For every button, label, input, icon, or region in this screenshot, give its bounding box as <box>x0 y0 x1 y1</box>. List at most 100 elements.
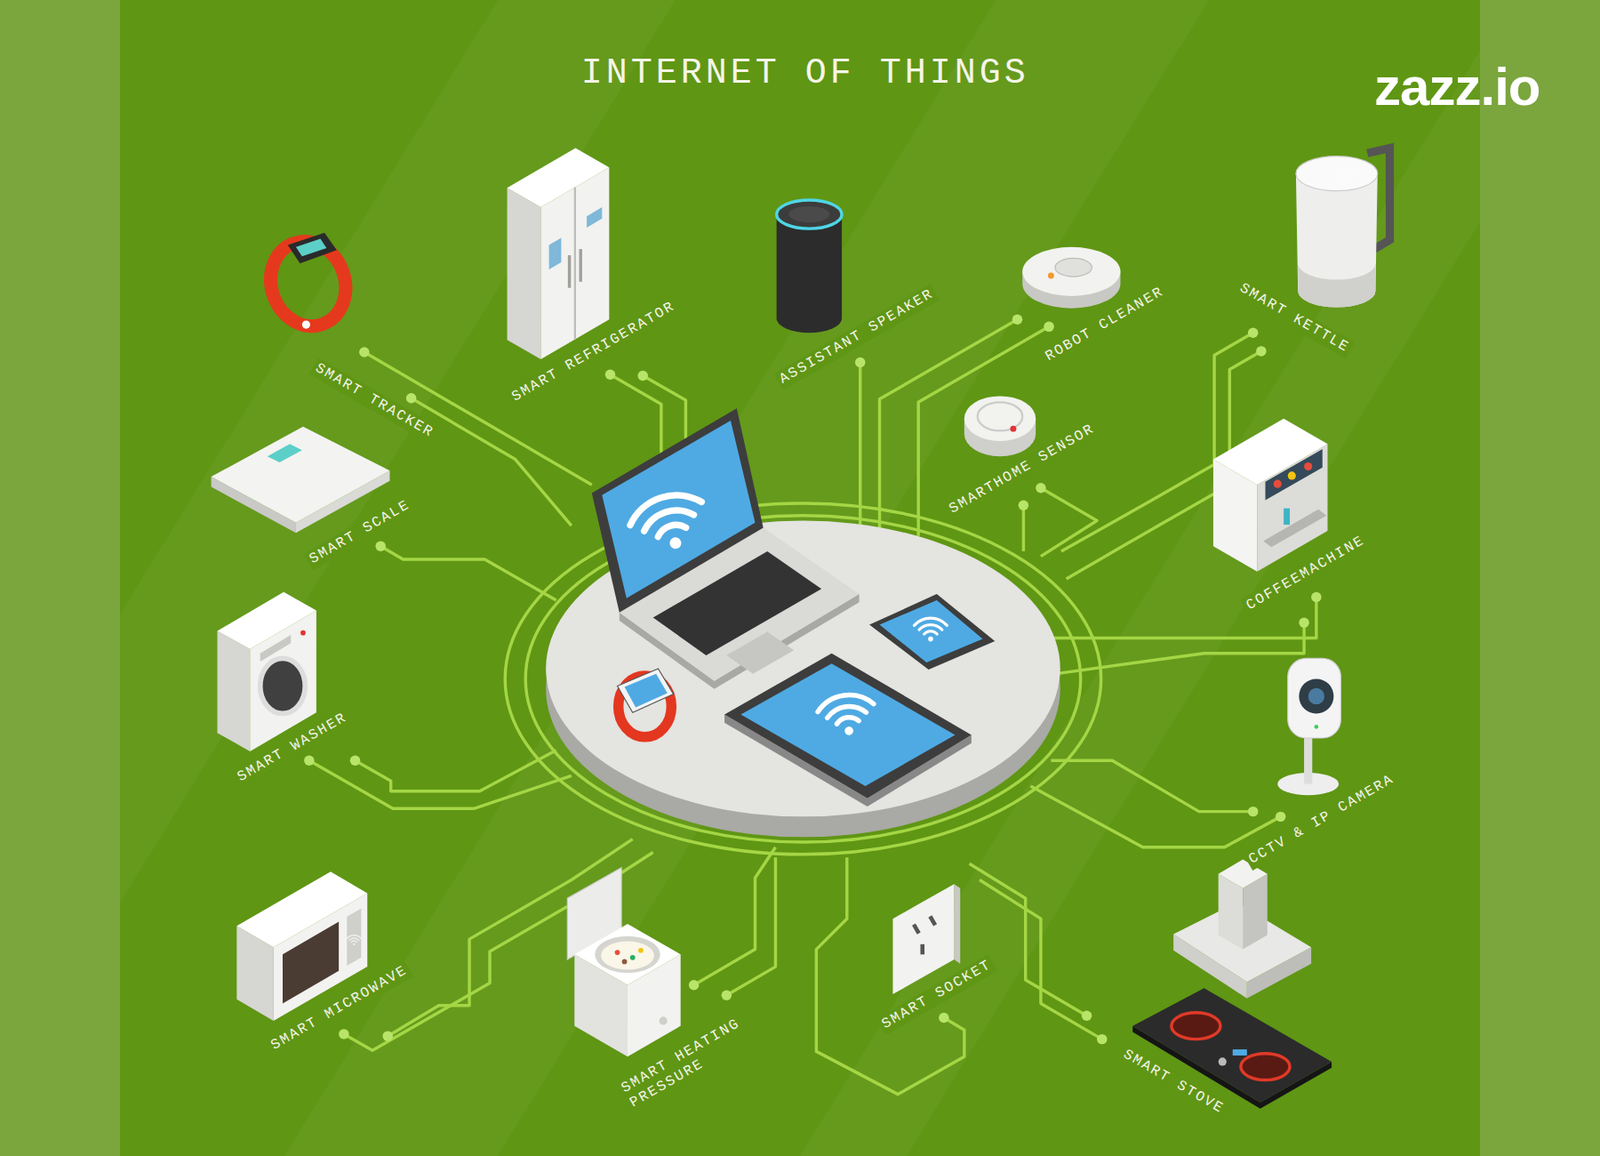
circuit-wires <box>726 856 776 995</box>
phone-icon <box>869 593 995 670</box>
smart-tracker-icon <box>302 320 311 328</box>
smarthome-sensor-icon <box>964 395 1036 441</box>
device-label: SMARTHOME SENSOR <box>944 418 1102 520</box>
refrigerator-icon <box>586 207 602 228</box>
coffee-machine-icon <box>1263 509 1327 547</box>
circuit-wires <box>380 545 556 600</box>
robot-cleaner-icon <box>1022 247 1120 309</box>
wire-dots <box>1298 617 1309 628</box>
laptop-icon <box>624 486 713 560</box>
wire-dots <box>688 979 699 990</box>
brand-logo: zazz.io <box>1374 57 1540 117</box>
watch-icon <box>617 668 674 737</box>
smart-washer-icon <box>217 630 251 751</box>
refrigerator-icon <box>507 147 610 360</box>
wire-dots <box>855 357 865 368</box>
smart-stove-icon <box>1240 1053 1290 1080</box>
refrigerator-icon <box>578 248 582 282</box>
smarthome-sensor-icon <box>964 395 1036 456</box>
wire-dots <box>375 540 385 551</box>
wire-dots <box>1096 1033 1107 1044</box>
assistant-speaker-icon <box>776 214 842 333</box>
circuit-wires <box>816 856 964 1094</box>
wire-dots <box>721 990 732 1000</box>
smart-washer-icon <box>300 630 306 636</box>
smart-socket-icon <box>953 883 960 964</box>
wire-dots <box>1275 811 1286 822</box>
smart-stove-icon <box>1171 1012 1221 1040</box>
coffee-machine-icon <box>1213 418 1328 572</box>
watch-icon <box>624 673 668 708</box>
smart-washer-icon <box>217 592 317 752</box>
smart-kettle-icon <box>1296 173 1378 307</box>
circuit-wires <box>411 398 572 526</box>
coffee-machine-icon <box>1283 508 1290 525</box>
smart-heating-pressure-icon <box>567 867 680 1056</box>
circuit-wires <box>969 863 1088 1016</box>
smart-kettle-icon <box>1296 147 1391 307</box>
cctv-camera-icon <box>1314 724 1320 729</box>
smart-tracker-icon <box>296 239 327 257</box>
wire-dots <box>605 369 616 380</box>
coffee-machine-icon <box>1288 471 1296 480</box>
device-label: SMART WASHER <box>232 707 353 789</box>
smart-scale-icon <box>211 426 391 533</box>
wire-dots <box>1012 314 1023 325</box>
watch-icon <box>617 668 674 712</box>
hub-rings <box>504 503 1101 855</box>
phone-icon <box>880 600 984 663</box>
smart-heating-pressure-icon <box>615 949 621 955</box>
device-label: SMART HEATING PRESSURE <box>616 1008 762 1114</box>
device-label: ROBOT CLEANER <box>1040 281 1170 368</box>
smart-scale-icon <box>267 443 303 463</box>
robot-cleaner-icon <box>1048 272 1055 280</box>
background <box>0 0 120 1156</box>
coffee-machine-icon <box>1213 418 1328 486</box>
smart-tracker-icon <box>258 231 358 337</box>
laptop-icon <box>726 632 794 674</box>
smart-tracker-icon <box>258 231 358 337</box>
wire-dots <box>1248 327 1258 337</box>
device-label: SMART REFRIGERATOR <box>506 296 682 408</box>
wire-dots <box>382 1030 392 1040</box>
laptop-icon <box>592 408 860 689</box>
circuit-wires <box>1050 760 1253 811</box>
smart-socket-icon <box>928 914 937 926</box>
tablet-icon <box>816 691 878 739</box>
circuit-wires <box>1050 597 1316 639</box>
wire-dots <box>359 346 369 357</box>
wire-dots <box>1248 806 1258 816</box>
smart-microwave-icon <box>282 921 339 1004</box>
device-label: SMART TRACKER <box>309 358 440 445</box>
tablet-icon <box>724 653 972 799</box>
smart-scale-icon <box>211 426 391 523</box>
smart-kettle-icon <box>1297 263 1376 307</box>
cctv-camera-icon <box>1277 657 1341 795</box>
wire-dots <box>350 754 360 765</box>
refrigerator-icon <box>568 255 571 288</box>
phone-icon <box>913 617 947 641</box>
refrigerator-icon <box>574 187 576 340</box>
wire-dots <box>938 1012 949 1023</box>
circuit-wires <box>1040 488 1097 557</box>
robot-cleaner-icon <box>1022 247 1120 296</box>
wire-dots <box>1043 321 1054 332</box>
circuit-wires <box>1022 504 1025 552</box>
hub-rings <box>504 503 1101 855</box>
coffee-machine-icon <box>1304 462 1312 471</box>
refrigerator-icon <box>507 147 610 208</box>
smart-socket-icon <box>912 923 921 935</box>
phone-icon <box>869 593 995 670</box>
device-label: SMART KETTLE <box>1232 278 1354 360</box>
device-label: SMART STOVE <box>1117 1043 1230 1120</box>
smarthome-sensor-icon <box>1009 425 1016 432</box>
wire-dots <box>1256 345 1266 356</box>
smart-kettle-icon <box>1336 168 1353 181</box>
smart-washer-icon <box>260 657 306 713</box>
circuit-wires <box>309 760 572 808</box>
wire-dots <box>637 370 648 381</box>
wire-dots <box>1311 592 1321 602</box>
